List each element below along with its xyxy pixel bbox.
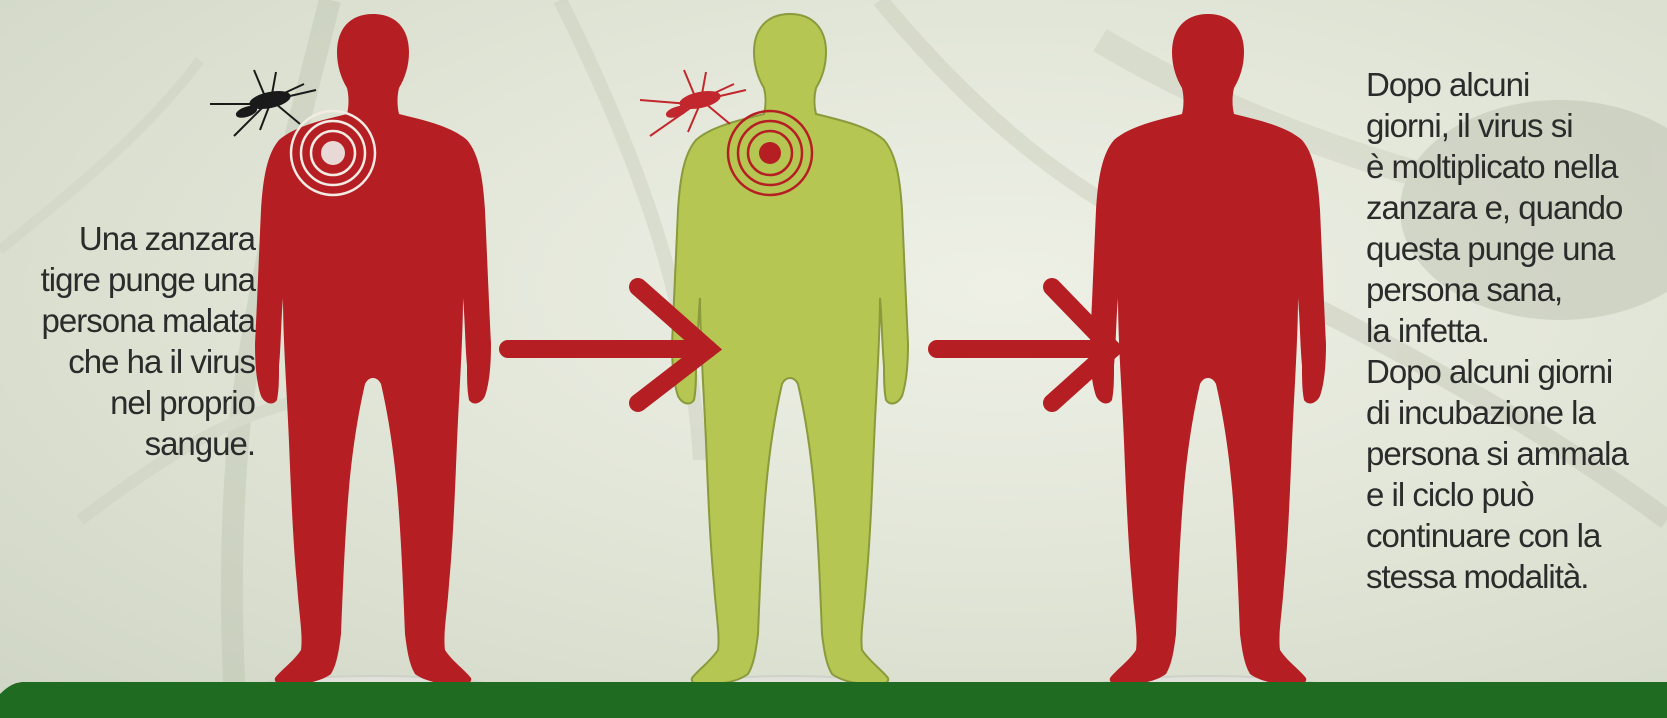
caption-line: nel proprio	[41, 382, 255, 423]
caption-line: questa punge una	[1366, 228, 1628, 269]
caption-line: continuare con la	[1366, 515, 1628, 556]
caption-line: di incubazione la	[1366, 392, 1628, 433]
caption-line: tigre punge una	[41, 259, 255, 300]
footer-band	[0, 682, 1667, 718]
caption-line: Una zanzara	[41, 218, 255, 259]
caption-line: persona malata	[41, 300, 255, 341]
caption-line: e il ciclo può	[1366, 474, 1628, 515]
caption-left: Una zanzaratigre punge unapersona malata…	[41, 218, 255, 464]
infected-person-silhouette	[1090, 14, 1326, 685]
caption-line: persona si ammala	[1366, 433, 1628, 474]
arrow-right-icon	[937, 287, 1112, 403]
caption-line: persona sana,	[1366, 269, 1628, 310]
caption-line: è moltiplicato nella	[1366, 146, 1628, 187]
caption-line: Dopo alcuni giorni	[1366, 351, 1628, 392]
caption-line: zanzara e, quando	[1366, 187, 1628, 228]
caption-line: giorni, il virus si	[1366, 105, 1628, 146]
caption-line: che ha il virus	[41, 341, 255, 382]
caption-line: la infetta.	[1366, 310, 1628, 351]
caption-line: sangue.	[41, 423, 255, 464]
caption-line: stessa modalità.	[1366, 556, 1628, 597]
caption-right: Dopo alcunigiorni, il virus siè moltipli…	[1366, 64, 1628, 597]
caption-line: Dopo alcuni	[1366, 64, 1628, 105]
